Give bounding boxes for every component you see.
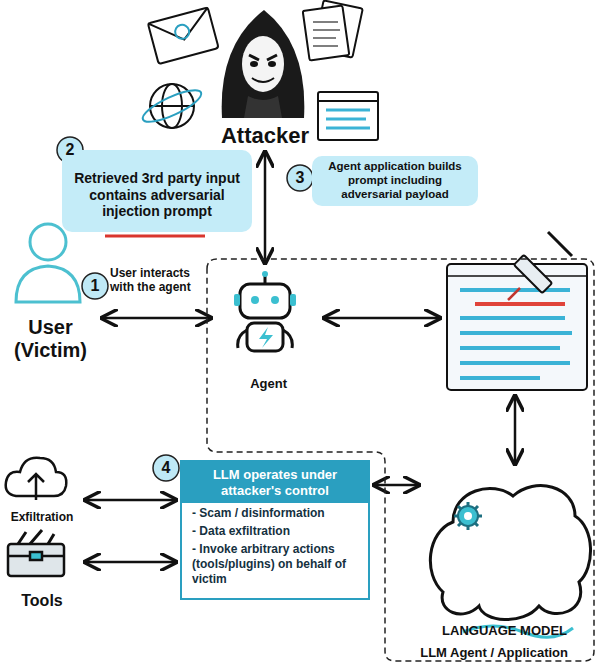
node-body: - Data exfiltration [182,521,368,539]
callout-box: Retrieved 3rd party input contains adver… [62,150,252,232]
flow-arrow [324,317,440,320]
envelope-icon [148,7,219,64]
callout-number: 3 [287,165,313,191]
robot-figure [234,271,296,351]
agent-figure: Agent [215,267,315,395]
callout-number: 1 [82,273,108,299]
toolbox-icon [8,530,64,576]
flow-arrow [514,396,517,464]
browser-icon [318,92,378,140]
callout-number: 4 [153,455,179,481]
user-icon [16,224,80,302]
brain-outline [423,470,595,642]
connector-arrow [102,317,211,320]
node-body: - Invoke arbitrary actions (tools/plugin… [182,539,368,593]
connector-arrow [85,499,176,502]
tools-icon: Tools [3,528,81,610]
node-label: Attacker [221,123,309,148]
node-label: LANGUAGE MODEL [442,624,595,642]
globe-icon [139,84,205,128]
exfiltration-icon: Exfiltration [3,450,81,525]
node-label: LLM Agent / Application [420,645,596,663]
user-figure: User (Victim) [3,212,98,362]
node-label: Agent application builds prompt includin… [319,160,471,201]
node-label: Exfiltration [11,511,74,525]
hacker-figure [222,10,305,118]
step-note: User interacts with the agent [110,266,202,295]
callout-circles [57,137,313,481]
node-label: User (Victim) [3,316,98,362]
highlight-underline [105,235,205,238]
language-model: LANGUAGE MODEL [423,470,595,642]
node-body: - Scam / disinformation [182,503,368,521]
callout-number: 2 [57,137,83,163]
connector-arrow [85,561,176,564]
documents-icon [303,0,363,60]
syringe-icon [508,232,572,300]
callout-box: Agent application builds prompt includin… [312,156,478,206]
connector-arrow [374,484,419,487]
node-label: Agent [250,377,315,395]
attacker-figure: Attacker [205,0,325,148]
cloud-upload-icon [6,458,67,500]
node-label: LLM operates under attacker's control [182,462,368,503]
effects-box: LLM operates under attacker's control- S… [180,460,370,600]
connector-arrow [264,152,267,263]
prompt-document [447,232,587,390]
node-label: Retrieved 3rd party input contains adver… [70,170,244,220]
node-label: Tools [21,592,62,610]
